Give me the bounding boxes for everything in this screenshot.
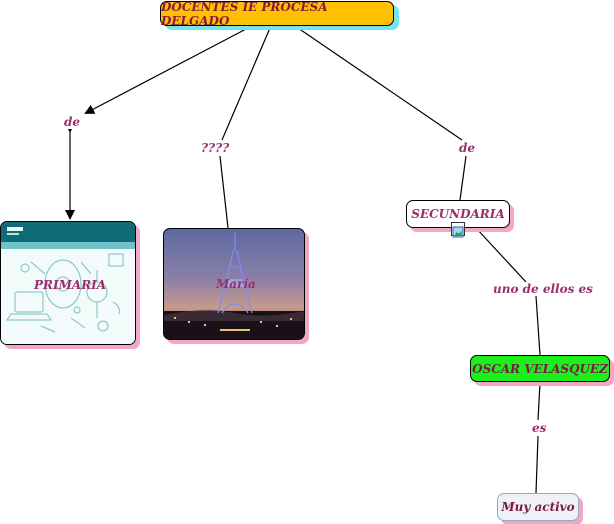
concept-muy-activo[interactable]: Muy activo <box>497 493 579 521</box>
link-label-question[interactable]: ???? <box>199 141 232 155</box>
line-secundaria-uno <box>475 227 527 283</box>
link-label-de-left[interactable]: de <box>62 115 83 129</box>
picture-icon <box>452 226 464 238</box>
line-root-question <box>221 27 271 141</box>
concept-root[interactable]: DOCENTES IE PROCESA DELGADO <box>160 0 394 28</box>
link-label-es[interactable]: es <box>530 421 549 435</box>
concept-oscar-velasquez[interactable]: OSCAR VELASQUEZ <box>470 355 610 382</box>
line-de-secundaria <box>459 155 467 201</box>
concept-primaria[interactable]: PRIMARIA <box>0 221 136 345</box>
eiffel-tower-photo-image <box>164 233 304 339</box>
line-es-activo <box>535 435 539 494</box>
concept-root-label: DOCENTES IE PROCESA DELGADO <box>161 0 328 28</box>
concept-secundaria-label: SECUNDARIA <box>411 207 505 221</box>
line-oscar-es <box>537 382 541 421</box>
concept-maria[interactable]: María <box>163 228 305 340</box>
link-label-uno-de-ellos[interactable]: uno de ellos es <box>491 282 595 296</box>
concept-oscar-label: OSCAR VELASQUEZ <box>472 361 608 376</box>
link-label-de-right[interactable]: de <box>457 141 478 155</box>
attached-image-icon[interactable] <box>451 222 465 238</box>
line-root-de-right <box>297 27 463 141</box>
concept-primaria-label: PRIMARIA <box>34 278 107 292</box>
concept-activo-label: Muy activo <box>501 500 575 514</box>
line-uno-oscar <box>535 295 541 356</box>
concept-maria-label: María <box>216 277 256 291</box>
line-question-maria <box>219 155 229 229</box>
line-root-de-left <box>84 19 258 114</box>
education-illustration-image <box>1 222 135 344</box>
